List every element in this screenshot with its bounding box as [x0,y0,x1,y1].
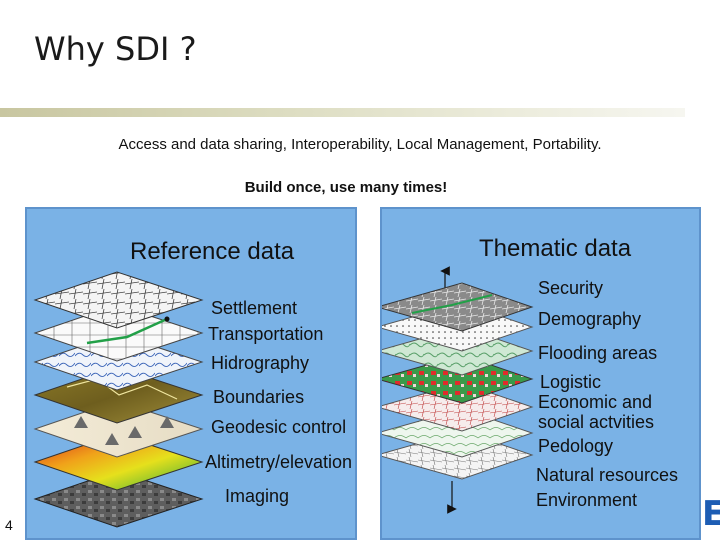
thematic-layers-illustration [382,266,534,514]
layer-label-logistic: Logistic [540,372,602,392]
layer-label-pedology: Pedology [538,436,614,456]
layer-label-boundaries: Boundaries [213,387,305,407]
layer-label-natural-resources: Natural resources [536,465,679,485]
layer-label-demography: Demography [538,309,642,329]
layer-label-economic: Economic and [538,392,653,412]
road-highlight [86,317,168,345]
geodesic-marker [105,433,119,445]
geodesic-marker [74,416,88,428]
settlement-layer [33,271,204,329]
layer-label-altimetry: Altimetry/elevation [205,452,353,472]
layer-label-transportation: Transportation [208,324,324,344]
reference-data-panel: Reference data Settlement Transportation… [25,207,357,540]
title-divider [0,108,685,117]
layer-label-social-activities: social actvities [538,412,655,432]
thematic-data-panel: Thematic data Security Demography Floodi… [380,207,701,540]
layer-label-security: Security [538,278,604,298]
layer-label-flooding-areas: Flooding areas [538,343,658,363]
reference-data-heading: Reference data [130,238,295,265]
geodesic-marker [160,416,174,428]
security-layer [382,282,534,332]
layer-label-imaging: Imaging [225,486,290,506]
corner-logo: E [702,494,720,534]
geodesic-marker [128,426,142,438]
boundary-line [66,378,178,400]
reference-layers-illustration [33,271,204,528]
layer-label-hidrography: Hidrography [211,353,310,373]
road-node [164,316,170,322]
slide-title: Why SDI ? [34,30,197,68]
slide-tagline: Build once, use many times! [244,179,448,196]
layer-label-environment: Environment [536,490,638,510]
layer-label-settlement: Settlement [211,298,298,318]
thematic-data-heading: Thematic data [479,235,632,262]
security-route [411,294,493,314]
slide-subtitle: Access and data sharing, Interoperabilit… [118,136,602,153]
page-number: 4 [5,517,13,533]
layer-label-geodesic-control: Geodesic control [211,417,347,437]
